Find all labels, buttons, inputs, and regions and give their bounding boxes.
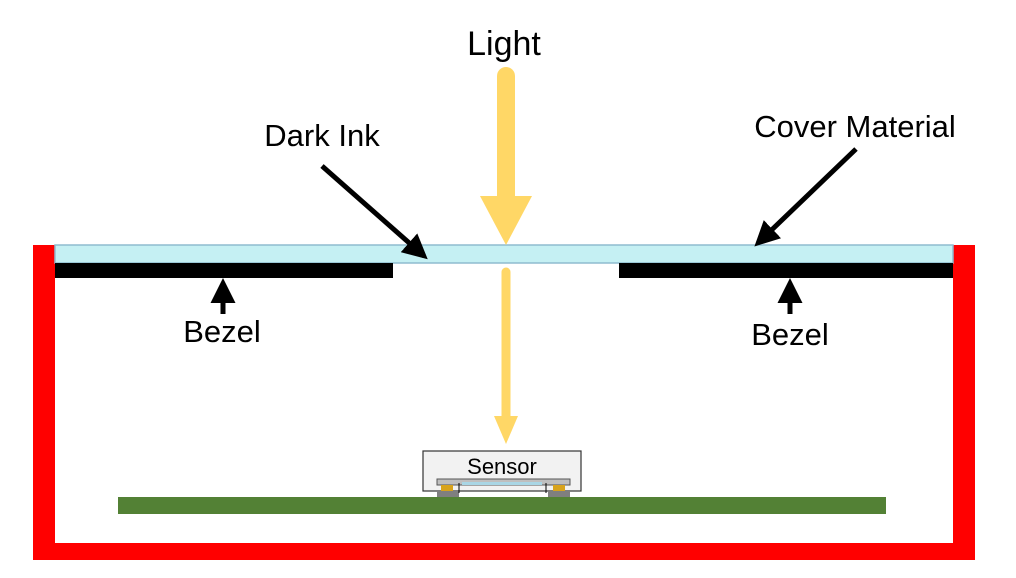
incoming-light-arrow xyxy=(480,67,532,245)
sensor-package: Sensor xyxy=(422,450,582,497)
bezel-left-layer xyxy=(55,263,393,278)
sensor-foot-left xyxy=(437,491,459,497)
cover-material-pointer-arrow xyxy=(754,147,858,247)
pcb-board xyxy=(118,497,886,514)
dark-ink-label: Dark Ink xyxy=(264,118,380,153)
sensor-label: Sensor xyxy=(467,454,537,479)
transmitted-light-arrow xyxy=(494,267,518,444)
bezel-right-layer xyxy=(619,263,953,278)
enclosure-right-wall xyxy=(953,245,975,560)
light-label: Light xyxy=(467,25,541,63)
cover-material xyxy=(54,244,954,264)
sensor-foot-right xyxy=(548,491,570,497)
sensor-pad-right xyxy=(553,485,565,491)
bezel-right-label: Bezel xyxy=(751,317,829,352)
sensor-die xyxy=(462,482,542,485)
enclosure-bottom xyxy=(33,543,975,560)
enclosure-left-wall xyxy=(33,245,55,560)
dark-ink-pointer-arrow xyxy=(320,164,428,260)
bezel-left-label: Bezel xyxy=(183,314,261,349)
sensor-pad-left xyxy=(441,485,453,491)
cover-material-label: Cover Material xyxy=(754,109,956,144)
enclosure xyxy=(33,245,975,560)
